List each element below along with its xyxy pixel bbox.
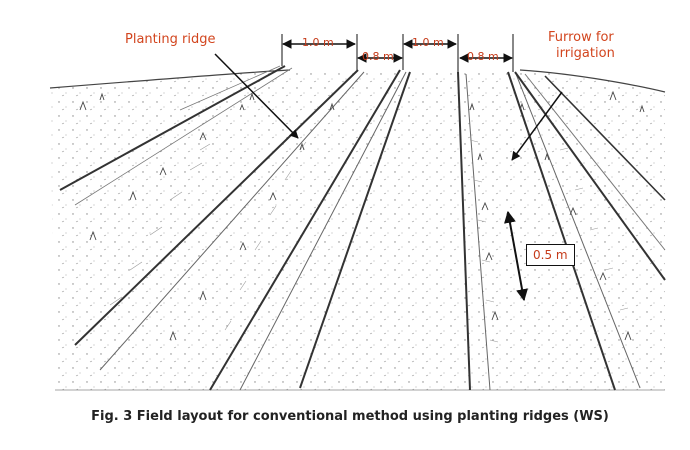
ridge-edge-3 — [209, 69, 401, 391]
ridge-edge-8 — [544, 75, 666, 201]
ridge-edge-2 — [74, 69, 359, 346]
figure-caption: Fig. 3 Field layout for conventional met… — [91, 409, 609, 424]
ridge-edge-4 — [299, 71, 411, 389]
ridge-edge-7 — [514, 71, 666, 281]
ridge-edge-5 — [457, 71, 471, 391]
dimension-arrows — [281, 34, 528, 302]
furrow-label-line1: Furrow for — [548, 30, 614, 45]
planting-ridge-pointer — [214, 53, 299, 139]
ridge-width-label-2: 1.0 m — [412, 36, 444, 49]
furrow-label-line2: irrigation — [556, 46, 615, 61]
furrow-pointer — [511, 91, 563, 161]
furrow-width-label-2: 0.8 m — [467, 50, 499, 63]
ridge-height-arrow — [504, 210, 528, 302]
plants — [79, 90, 645, 341]
pointer-arrows — [214, 53, 563, 161]
planting-ridge-label: Planting ridge — [125, 32, 216, 47]
ridge-edge-6 — [507, 71, 616, 391]
ground-texture — [49, 69, 666, 391]
ridge-width-label-1: 1.0 m — [302, 36, 334, 49]
ridge-height-label: 0.5 m — [526, 244, 575, 266]
furrow-width-label-1: 0.8 m — [362, 50, 394, 63]
